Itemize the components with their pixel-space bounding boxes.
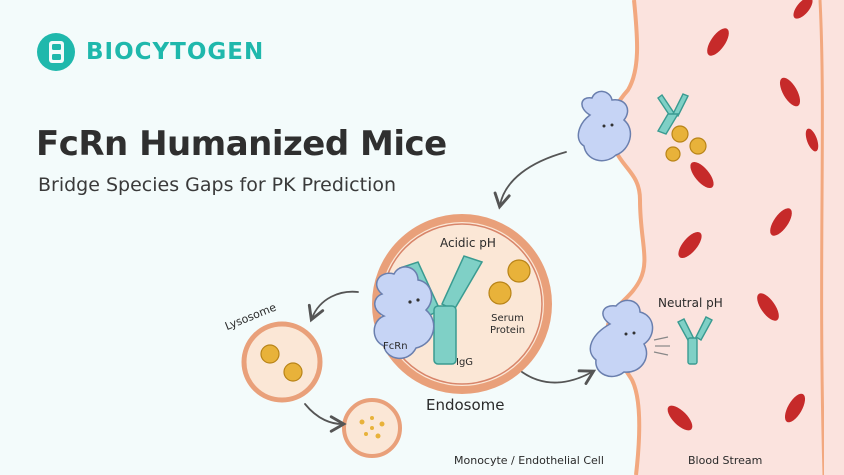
red-blood-cell-icon <box>757 293 779 321</box>
igg-antibody-icon <box>656 93 689 135</box>
page-subtitle: Bridge Species Gaps for PK Prediction <box>38 174 397 196</box>
igg-antibody-icon <box>677 316 713 365</box>
biocytogen-logo-icon <box>37 33 75 71</box>
fcrn-receptor-icon <box>373 266 435 359</box>
red-blood-cell-icon <box>707 28 729 56</box>
protein-fragments <box>359 416 385 439</box>
fcrn-label: FcRn <box>383 341 408 352</box>
endosome <box>372 214 552 394</box>
cell-region-label: Monocyte / Endothelial Cell <box>454 454 604 467</box>
blood-region-label: Blood Stream <box>688 454 763 467</box>
red-blood-cell-icon <box>667 405 693 431</box>
red-blood-cells <box>667 0 819 431</box>
red-blood-cell-icon <box>690 161 714 189</box>
igg-label: IgG <box>456 357 474 368</box>
red-blood-cell-icon <box>805 128 819 152</box>
serum-protein-icon <box>488 259 531 305</box>
serum-protein-label-line1: Serum <box>491 313 524 324</box>
serum-protein-icon <box>665 125 707 162</box>
red-blood-cell-icon <box>678 231 702 259</box>
red-blood-cell-icon <box>784 393 806 423</box>
arrow-icon <box>304 151 597 433</box>
endosome-label: Endosome <box>426 396 505 414</box>
blood-vessel <box>605 0 844 475</box>
page-title: FcRn Humanized Mice <box>36 124 447 164</box>
fcrn-receptor-icon <box>577 90 632 162</box>
serum-protein-label-line2: Protein <box>490 325 526 336</box>
lysosome <box>241 321 402 458</box>
neutral-ph-label: Neutral pH <box>658 296 723 310</box>
red-blood-cell-icon <box>793 0 813 19</box>
serum-protein-label: Serum Protein <box>490 313 525 337</box>
red-blood-cell-icon <box>770 208 792 236</box>
red-blood-cell-icon <box>779 77 801 107</box>
brand-name: BIOCYTOGEN <box>86 39 265 65</box>
fcrn-receptor-icon <box>589 299 654 378</box>
acidic-ph-label: Acidic pH <box>440 236 496 250</box>
serum-protein-icon <box>260 344 303 382</box>
release-marks <box>653 336 670 356</box>
brand-logo: BIOCYTOGEN <box>36 32 264 72</box>
